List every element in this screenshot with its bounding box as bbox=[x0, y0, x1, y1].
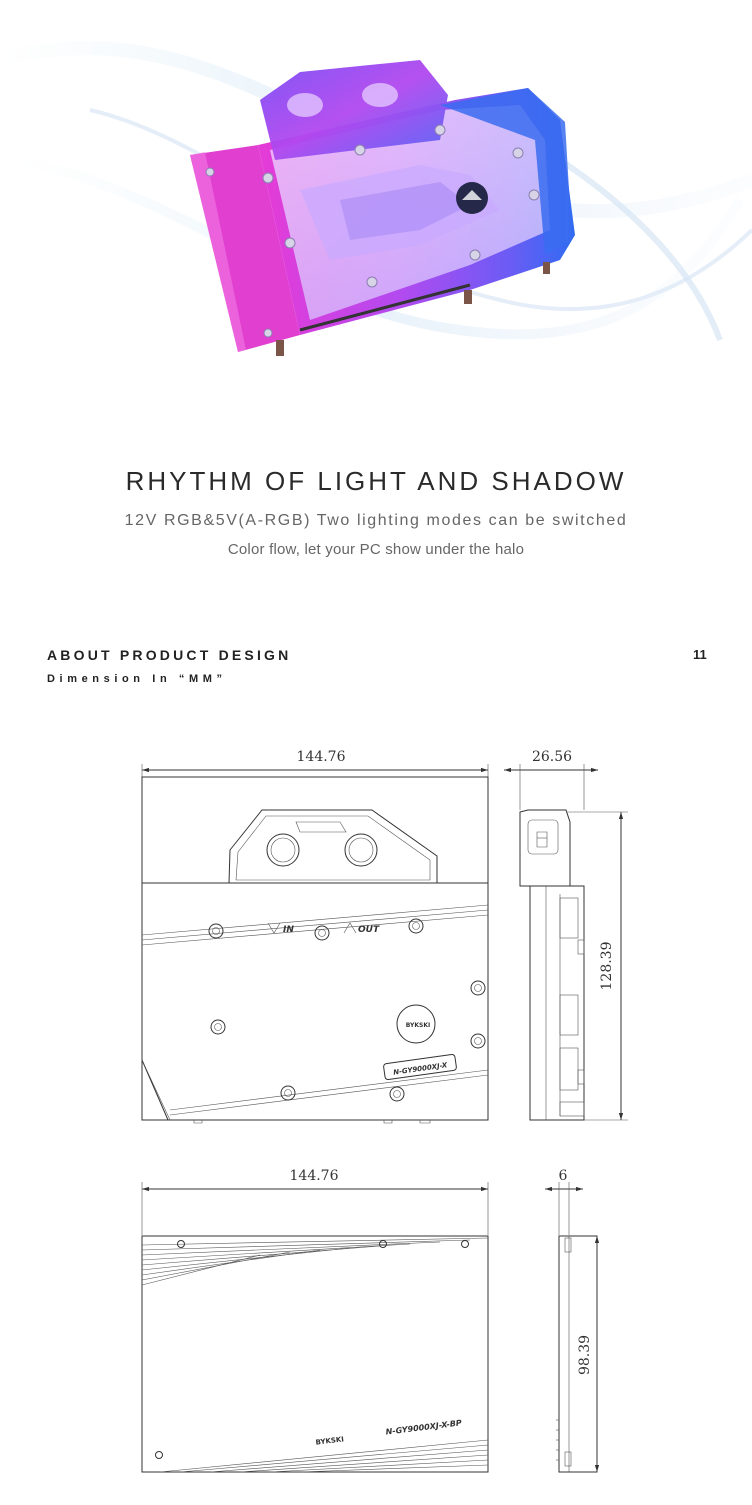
headline: RHYTHM OF LIGHT AND SHADOW bbox=[125, 466, 627, 496]
hero-product-image bbox=[0, 41, 752, 356]
swirl-decoration bbox=[558, 157, 723, 342]
section-number: 11 bbox=[693, 647, 707, 662]
section-title: ABOUT PRODUCT DESIGN bbox=[47, 647, 292, 663]
backplate-side-view: 6 98.39 bbox=[545, 1168, 600, 1473]
front-logo-text: BYKSKI bbox=[406, 1022, 430, 1029]
block-blue-end bbox=[440, 88, 572, 255]
screw-hole-icon bbox=[208, 918, 486, 1102]
logo-badge-icon bbox=[396, 1004, 436, 1044]
back-height-dimension: 98.39 bbox=[577, 1335, 593, 1375]
in-label: IN bbox=[283, 925, 294, 935]
block-side-panel bbox=[190, 145, 300, 352]
screw-hole-icon bbox=[155, 1240, 469, 1459]
back-thickness-dimension: 6 bbox=[559, 1168, 568, 1184]
back-width-dimension: 144.76 bbox=[290, 1168, 339, 1184]
standoff-icon bbox=[276, 262, 550, 356]
swirl-decoration bbox=[18, 155, 745, 340]
front-view: 144.76 IN OUT bbox=[141, 749, 489, 1124]
front-width-dimension: 144.76 bbox=[297, 749, 346, 765]
tagline-line-2: Color flow, let your PC show under the h… bbox=[227, 541, 525, 558]
block-port-housing bbox=[260, 60, 448, 160]
dimension-drawing: 144.76 IN OUT bbox=[141, 749, 628, 1473]
tagline-line-1: 12V RGB&5V(A-RGB) Two lighting modes can… bbox=[124, 512, 628, 529]
screw-icon bbox=[205, 124, 540, 338]
side-depth-dimension: 26.56 bbox=[532, 749, 572, 765]
back-logo-text: BYKSKI bbox=[315, 1435, 344, 1446]
section-subtitle: Dimension In “MM” bbox=[47, 673, 227, 685]
backplate-view: 144.76 BYKSKI N-GY9000XJ-X-BP bbox=[141, 1168, 489, 1473]
back-model-text: N-GY9000XJ-X-BP bbox=[385, 1418, 462, 1436]
side-view: 26.56 128.39 bbox=[504, 749, 628, 1121]
front-model-text: N-GY9000XJ-X bbox=[393, 1061, 449, 1077]
out-label: OUT bbox=[358, 925, 380, 935]
side-height-dimension: 128.39 bbox=[599, 942, 615, 991]
